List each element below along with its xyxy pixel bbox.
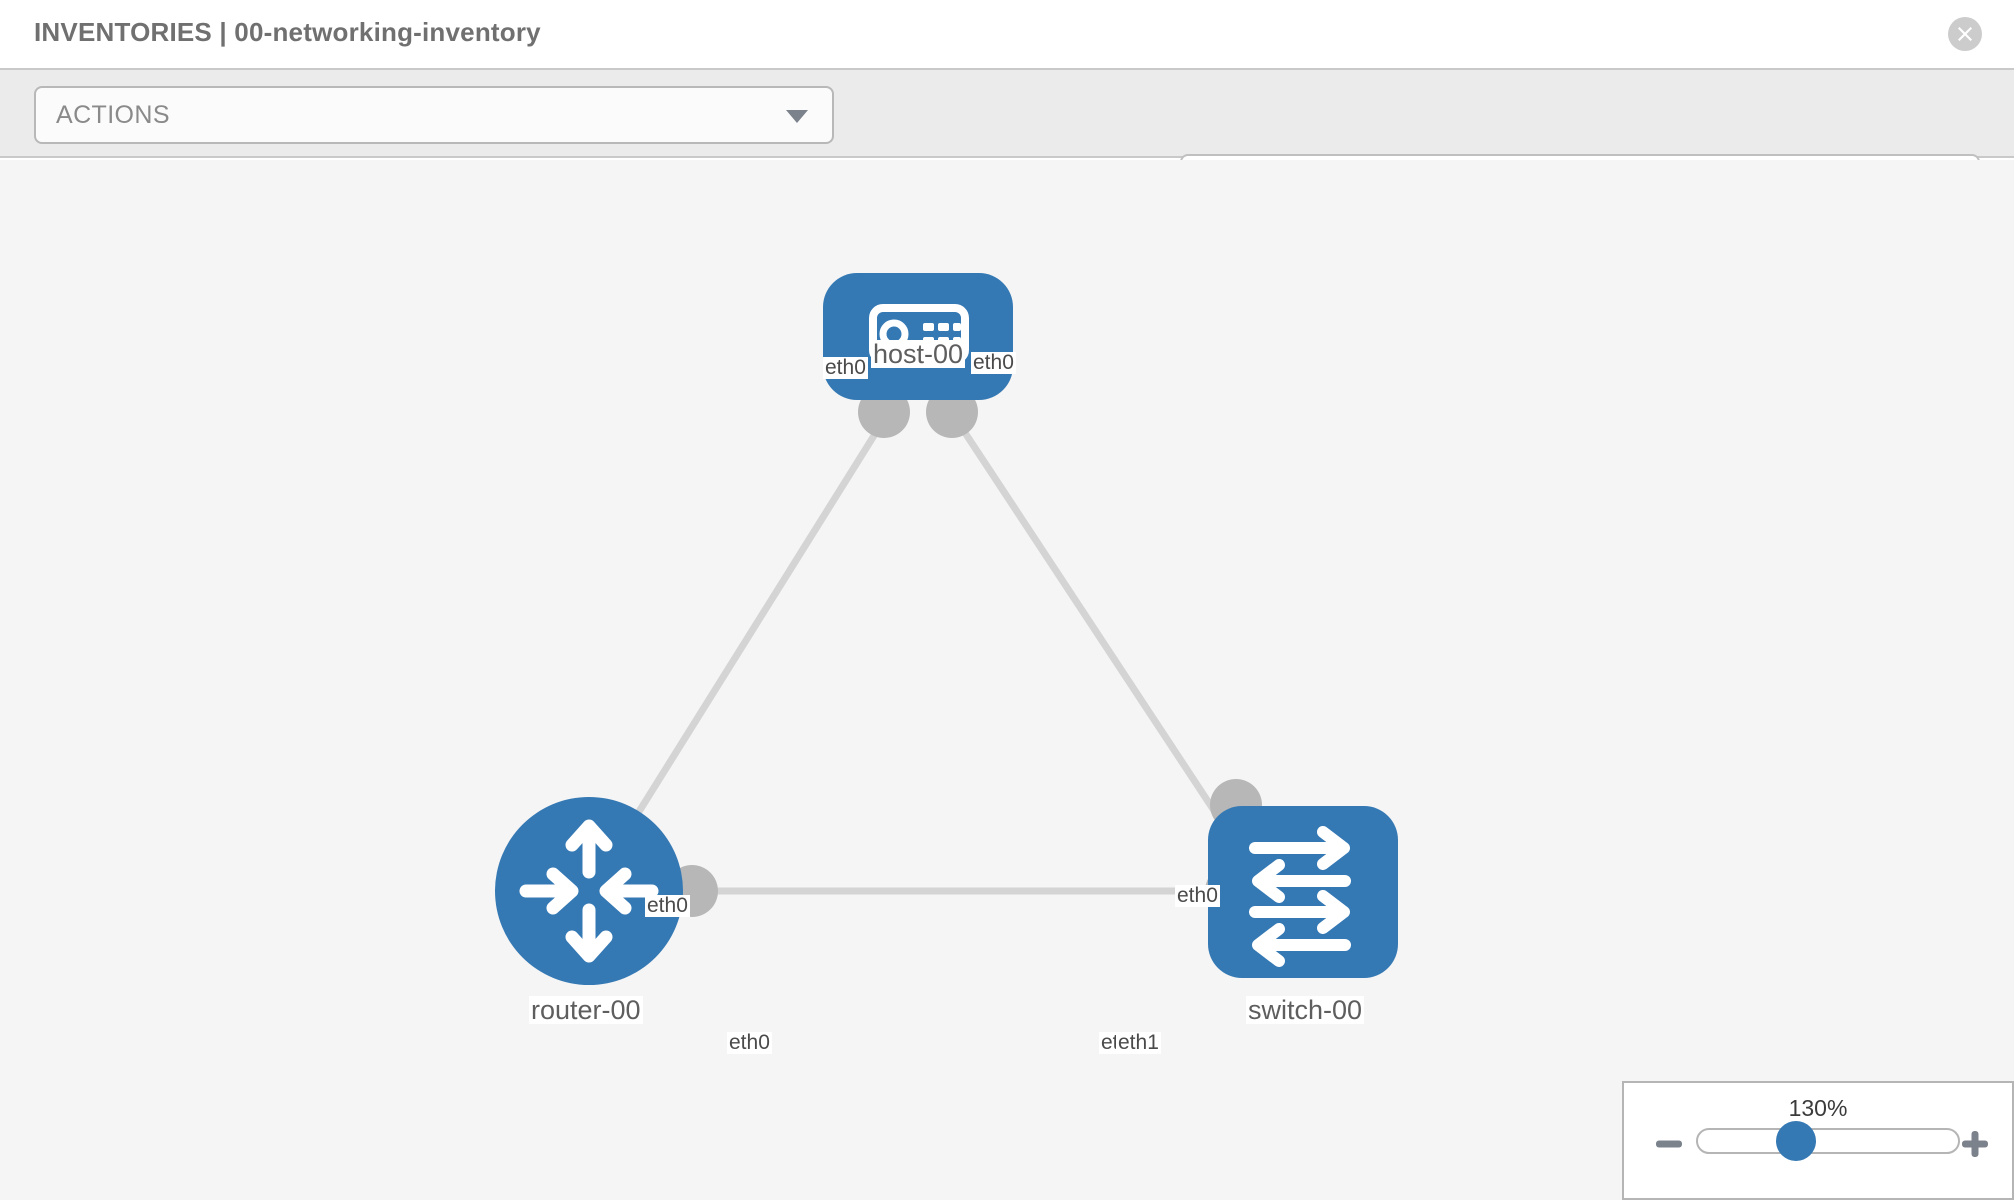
edge-label-switch00-eth1-trunk: eth1 — [1116, 1031, 1161, 1055]
edge-label-router00-eth0-trunk: eth0 — [727, 1031, 772, 1055]
topology-canvas[interactable]: host-00 router-00 switch-00 eth0 eth0 et… — [0, 160, 2014, 1200]
edge-label-host00-eth0-right: eth0 — [971, 351, 1016, 375]
node-host-00[interactable] — [823, 273, 1013, 400]
page-title: INVENTORIES | 00-networking-inventory — [34, 17, 541, 47]
actions-dropdown-label: ACTIONS — [56, 101, 170, 129]
edge-label-router00-eth0-uplink: eth0 — [645, 894, 690, 918]
edge-label-host00-eth0-left: eth0 — [823, 356, 868, 380]
zoom-slider-track[interactable] — [1696, 1128, 1960, 1154]
node-switch-00[interactable] — [1208, 806, 1398, 978]
edge-host00-router00 — [612, 408, 893, 852]
zoom-out-button[interactable] — [1654, 1129, 1684, 1164]
node-router-00[interactable] — [495, 797, 683, 985]
node-label-host-00: host-00 — [871, 339, 966, 369]
node-label-switch-00: switch-00 — [1246, 995, 1365, 1025]
zoom-control-panel: 130% — [1622, 1081, 2014, 1200]
page-header: INVENTORIES | 00-networking-inventory — [0, 0, 2014, 68]
edge-label-switch00-eth0-uplink: eth0 — [1175, 884, 1220, 908]
chevron-down-icon — [786, 110, 808, 123]
zoom-in-button[interactable] — [1960, 1129, 1990, 1164]
topology-graph — [495, 273, 1398, 985]
router-arrows-icon — [519, 819, 659, 963]
toolbar: ACTIONS SEARCH — [0, 68, 2014, 212]
port-nubs — [666, 386, 1262, 917]
zoom-slider-thumb[interactable] — [1776, 1121, 1816, 1161]
zoom-level-value: 130% — [1788, 1095, 1848, 1121]
edge-host00-switch00 — [947, 408, 1243, 852]
actions-dropdown[interactable]: ACTIONS — [34, 86, 834, 144]
node-label-router-00: router-00 — [529, 995, 643, 1025]
switch-arrows-icon — [1249, 826, 1351, 967]
close-icon[interactable] — [1948, 17, 1982, 51]
